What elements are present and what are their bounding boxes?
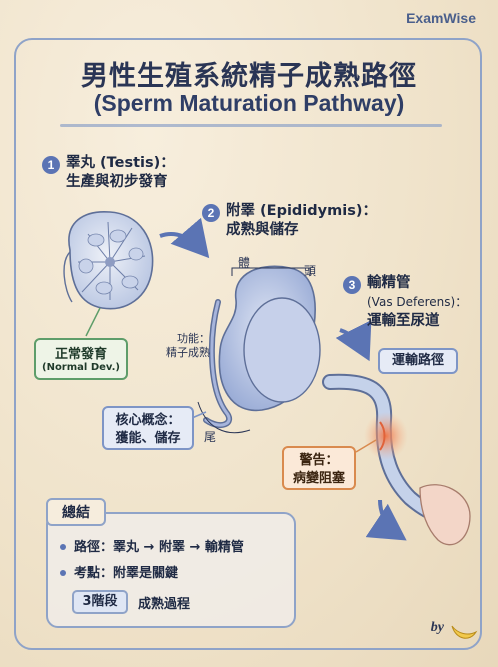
core-concept-box: 核心概念： 獲能、儲存	[102, 406, 194, 450]
blockage-highlight	[364, 412, 408, 460]
normal-dev-box: 正常發育 (Normal Dev.)	[34, 338, 128, 380]
title-chinese: 男性生殖系統精子成熟路徑	[81, 61, 417, 92]
title-underline	[60, 124, 442, 127]
signature: by	[430, 620, 444, 635]
step-2-text: 附睪 (Epididymis)： 成熟與儲存	[226, 202, 377, 240]
label-body: 體	[238, 256, 251, 270]
label-function-value: 精子成熟	[166, 346, 210, 359]
step-1-number: 1	[42, 156, 60, 174]
normal-connector	[85, 307, 101, 337]
summary-bullet-1	[60, 544, 66, 550]
stage-badge: 3階段	[72, 590, 128, 614]
content-frame	[14, 38, 482, 650]
label-function-title: 功能：	[177, 332, 210, 345]
core-connector	[191, 411, 207, 419]
label-head: 頭	[304, 264, 317, 278]
warning-connector	[355, 439, 377, 453]
label-tail: 尾	[204, 430, 217, 444]
core-concept-title: 核心概念：	[115, 413, 181, 428]
step-1-title: 睪丸 (Testis)：	[66, 155, 175, 171]
step-3-english: (Vas Deferens)：	[367, 295, 468, 309]
vas-deferens-tube	[322, 373, 471, 546]
arrow-to-vas-deferens	[335, 320, 372, 362]
title-english: (Sperm Maturation Pathway)	[93, 90, 405, 116]
warning-title: 警告：	[299, 453, 339, 468]
step-2-desc: 成熟與儲存	[226, 222, 299, 238]
brand-label: ExamWise	[406, 10, 476, 26]
core-concept-value: 獲能、儲存	[115, 431, 181, 446]
warning-box: 警告： 病變阻塞	[282, 446, 356, 490]
step-3-title: 輸精管	[367, 275, 411, 291]
label-function: 功能： 精子成熟	[162, 332, 210, 360]
step-3-text: 輸精管 (Vas Deferens)： 運輸至尿道	[367, 274, 467, 331]
arrow-outflow	[365, 499, 407, 541]
summary-key-point: 考點：附睪是關鍵	[74, 566, 179, 581]
step-1-text: 睪丸 (Testis)： 生產與初步發育	[66, 154, 175, 192]
arrow-to-epididymis	[159, 217, 210, 259]
step-1-desc: 生產與初步發育	[66, 174, 168, 190]
transport-path-box: 運輸路徑	[378, 348, 458, 374]
testis-cross-section	[63, 211, 154, 310]
normal-dev-en: (Normal Dev.)	[42, 362, 120, 373]
step-2-title: 附睪 (Epididymis)：	[226, 203, 377, 219]
summary-path: 路徑：睪丸 → 附睪 → 輸精管	[74, 540, 244, 555]
step-2-number: 2	[202, 204, 220, 222]
normal-dev-zh: 正常發育	[54, 347, 107, 362]
summary-heading: 總結	[46, 498, 106, 526]
summary-bullet-2	[60, 570, 66, 576]
step-3-number: 3	[343, 276, 361, 294]
epididymis-illustration	[197, 265, 321, 434]
stage-text: 成熟過程	[138, 597, 191, 612]
step-3-desc: 運輸至尿道	[367, 313, 440, 329]
banana-icon	[451, 625, 478, 639]
warning-value: 病變阻塞	[292, 471, 345, 486]
